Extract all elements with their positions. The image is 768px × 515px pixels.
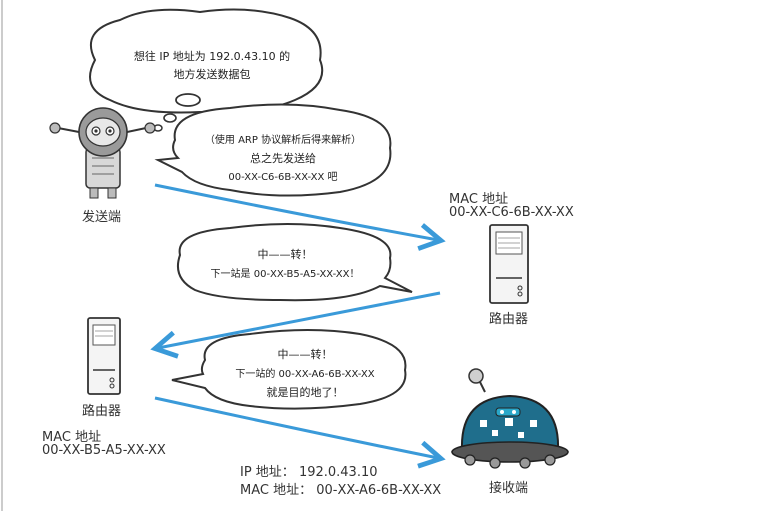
sender-robot-icon [49,107,156,199]
sender-thought-line2: 地方发送数据包 [174,67,251,81]
sender-speech-line1: （使用 ARP 协议解析后得来解析） [205,133,361,146]
sender-speech-cloud: （使用 ARP 协议解析后得来解析） 总之先发送给 00-XX-C6-6B-XX… [154,103,392,197]
sender-thought-line1: 想往 IP 地址为 192.0.43.10 的 [134,49,290,63]
router2-speech-cloud: 中——转！ 下一站的 00-XX-A6-6B-XX-XX 就是目的地了！ [171,329,407,410]
router-right-label: 路由器 [489,312,529,327]
receiver-robot-icon [451,368,569,469]
arrow-router1-to-router2 [150,291,441,359]
arrow-router2-to-receiver [154,396,446,469]
router2-speech-line3: 就是目的地了！ [267,385,344,399]
router-right-mac-value: 00-XX-C6-6B-XX-XX [449,205,574,220]
router1-speech-line1: 中——转！ [258,247,313,261]
sender-speech-line3: 00-XX-C6-6B-XX-XX 吧 [228,172,337,183]
router-left-mac-heading: MAC 地址 [42,430,102,445]
arrow-sender-to-router1 [154,183,446,251]
router-right-icon [489,224,529,304]
router2-speech-line2: 下一站的 00-XX-A6-6B-XX-XX [235,367,374,380]
router-right-mac-heading: MAC 地址 [449,192,509,207]
router1-speech-cloud: 中——转！ 下一站是 00-XX-B5-A5-XX-XX！ [176,223,413,302]
router-left-icon [87,317,121,395]
sender-label: 发送端 [82,210,122,225]
sender-thought-cloud: 想往 IP 地址为 192.0.43.10 的 地方发送数据包 [89,8,324,132]
router2-speech-line1: 中——转！ [278,347,333,361]
destination-ip: IP 地址： 192.0.43.10 [240,465,378,480]
receiver-label: 接收端 [489,481,529,496]
router1-speech-line2: 下一站是 00-XX-B5-A5-XX-XX！ [211,267,360,280]
sender-speech-line2: 总之先发送给 [250,151,316,165]
destination-mac: MAC 地址： 00-XX-A6-6B-XX-XX [240,483,442,498]
router-left-mac-value: 00-XX-B5-A5-XX-XX [42,443,166,458]
router-left-label: 路由器 [82,404,122,419]
